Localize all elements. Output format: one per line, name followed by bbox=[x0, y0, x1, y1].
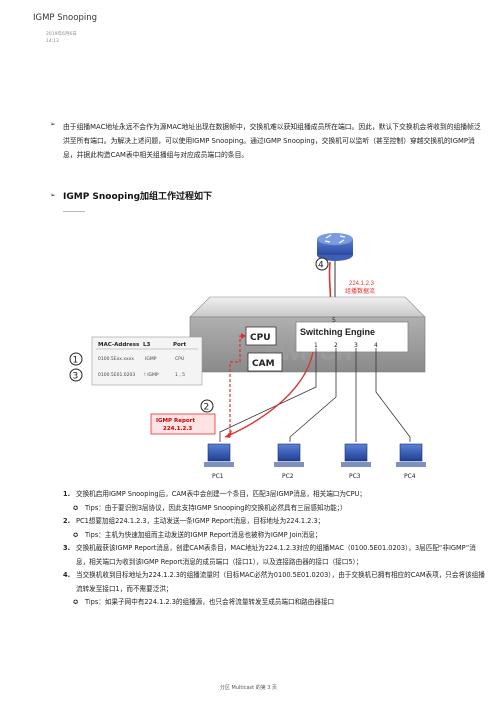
pc4-label: PC4 bbox=[404, 473, 416, 480]
bullet-arrow-icon: ➢ bbox=[50, 120, 56, 128]
marker-2 bbox=[200, 399, 214, 413]
link-pc2 bbox=[289, 348, 337, 442]
pc2-label: PC2 bbox=[282, 473, 294, 480]
step-item: 1. 交换机启用IGMP Snooping后，CAM表中会创建一个条目，匹配3层… bbox=[63, 488, 488, 502]
port-3-label: 3 bbox=[354, 342, 358, 349]
step-item: 3. 交换机截获该IGMP Report消息，创建CAM表条目，MAC地址为22… bbox=[63, 542, 488, 569]
step-tip: ✪ Tips：如果子网中有224.1.2.3的组播源，也只会将流量转发至成员端口… bbox=[63, 596, 488, 610]
igmp-report-box bbox=[150, 413, 216, 435]
cam-row1-l3: IGMP bbox=[145, 356, 157, 362]
marker-4 bbox=[315, 257, 329, 271]
pc4-icon bbox=[396, 443, 426, 467]
bullet-arrow-icon: ➢ bbox=[50, 191, 56, 199]
page-header-title: IGMP Snooping bbox=[33, 13, 97, 23]
igmp-snooping-diagram: 224.1.2.3 组播数据流 4 SWITCH Switching Engin… bbox=[69, 233, 426, 480]
cam-col-l3: L3 bbox=[143, 342, 151, 348]
tip-text: Tips：如果子网中有224.1.2.3的组播源，也只会将流量转发至成员端口和路… bbox=[85, 598, 335, 606]
tip-text: Tips：由于要识别3层协议，因此支持IGMP Snooping的交换机必然具有… bbox=[85, 503, 347, 512]
cam-row2-l3: ! IGMP bbox=[144, 372, 159, 378]
cam-row2-port: 1 , 5 bbox=[175, 372, 185, 378]
port-5-label: 5 bbox=[332, 317, 336, 324]
cam-col-mac: MAC-Address bbox=[98, 342, 140, 348]
pc3-icon bbox=[341, 443, 371, 467]
step-item: 4. 当交换机收到目标地址为224.1.2.3的组播流量时（目标MAC必然为01… bbox=[63, 569, 488, 596]
step-item: 2. PC1想要加组224.1.2.3，主动发送一条IGMP Report消息，… bbox=[63, 515, 488, 529]
step-list: 1. 交换机启用IGMP Snooping后，CAM表中会创建一个条目，匹配3层… bbox=[63, 488, 488, 610]
page-header-date: 2019年6月6日 14:12 bbox=[46, 31, 77, 45]
pc3-label: PC3 bbox=[349, 473, 361, 480]
pc1-icon bbox=[204, 443, 234, 467]
tip-icon: ✪ bbox=[73, 531, 79, 539]
marker-1-label: 1 bbox=[73, 356, 79, 366]
step-number: 1. bbox=[63, 490, 71, 498]
cam-col-port: Port bbox=[173, 342, 187, 348]
section-title: IGMP Snooping加组工作过程如下 bbox=[63, 192, 213, 202]
port-2-label: 2 bbox=[334, 342, 338, 349]
pc2-icon bbox=[274, 443, 304, 467]
cam-box bbox=[247, 352, 283, 372]
intro-paragraph: 由于组播MAC地址永远不会作为源MAC地址出现在数据帧中，交换机难以获知组播成员… bbox=[63, 123, 481, 159]
header-time: 14:12 bbox=[46, 39, 59, 44]
marker-3-label: 3 bbox=[73, 372, 79, 382]
tip-text: Tips：主机为快速加组而主动发送的IGMP Report消息也被称为IGMP … bbox=[85, 530, 322, 539]
tip-icon: ✪ bbox=[73, 599, 79, 606]
port-1-label: 1 bbox=[314, 342, 318, 349]
cam-row2-mac: 0100.5E01.0203 bbox=[98, 372, 135, 378]
igmp-report-text: IGMP Report bbox=[156, 418, 195, 424]
marker-4-label: 4 bbox=[318, 261, 324, 271]
marker-3 bbox=[69, 368, 83, 382]
step-tip: ✪ Tips：主机为快速加组而主动发送的IGMP Report消息也被称为IGM… bbox=[63, 529, 488, 543]
router-text-2: 组播数据流 bbox=[345, 287, 375, 295]
switching-engine-label: Switching Engine bbox=[300, 327, 375, 337]
router-text-1: 224.1.2.3 bbox=[349, 281, 375, 287]
link-pc4 bbox=[375, 348, 411, 442]
cam-table bbox=[91, 336, 203, 386]
cam-label: CAM bbox=[252, 359, 275, 369]
port-4-label: 4 bbox=[374, 342, 378, 349]
step-number: 2. bbox=[63, 517, 71, 525]
switching-engine-box bbox=[295, 321, 409, 353]
link-pc1 bbox=[219, 348, 317, 442]
step-number: 4. bbox=[63, 571, 71, 579]
marker-2-label: 2 bbox=[204, 403, 210, 413]
page-footer: 分区 Multicast 的第 3 页 bbox=[219, 685, 278, 691]
step-text: 当交换机收到目标地址为224.1.2.3的组播流量时（目标MAC必然为0100.… bbox=[76, 571, 485, 593]
step-tip: ✪ Tips：由于要识别3层协议，因此支持IGMP Snooping的交换机必然… bbox=[63, 502, 488, 516]
cpu-label: CPU bbox=[250, 333, 271, 343]
tip-icon: ✪ bbox=[73, 504, 79, 512]
pc1-label: PC1 bbox=[212, 473, 224, 480]
step-text: 交换机启用IGMP Snooping后，CAM表中会创建一个条目，匹配3层IGM… bbox=[76, 490, 366, 498]
header-date: 2019年6月6日 bbox=[46, 32, 77, 37]
section-underline bbox=[63, 211, 85, 212]
cam-row1-mac: 0100.5Exx.xxxx bbox=[98, 356, 134, 362]
igmp-report-addr: 224.1.2.3 bbox=[163, 426, 192, 432]
step-text: 交换机截获该IGMP Report消息，创建CAM表条目，MAC地址为224.1… bbox=[76, 544, 476, 566]
forward-flow-arrow bbox=[224, 351, 314, 438]
router-icon bbox=[317, 233, 353, 261]
marker-1 bbox=[69, 352, 83, 366]
step-number: 3. bbox=[63, 544, 71, 552]
cam-row1-port: CPU bbox=[175, 356, 184, 362]
step-text: PC1想要加组224.1.2.3，主动发送一条IGMP Report消息，目标地… bbox=[76, 517, 325, 525]
